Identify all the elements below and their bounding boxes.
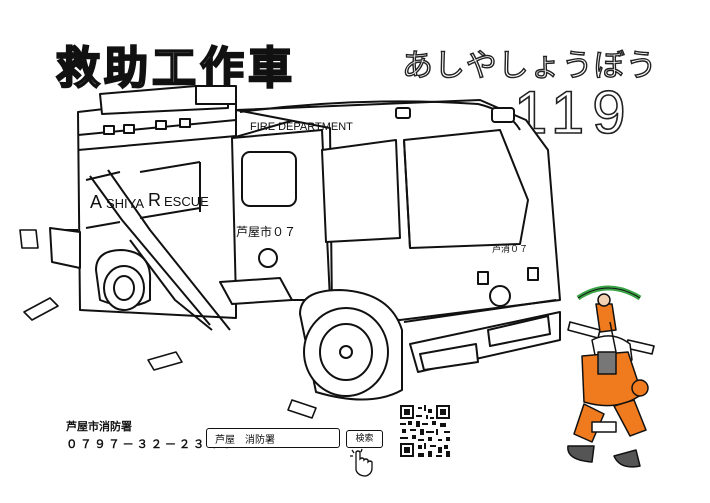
search-input[interactable]: 芦屋 消防署 bbox=[206, 428, 340, 448]
station-name: 芦屋市消防署 bbox=[66, 420, 132, 433]
search-button[interactable]: 検索 bbox=[346, 430, 383, 448]
logo-letter-a: A bbox=[90, 192, 102, 212]
side-label: 芦屋市０７ bbox=[236, 224, 296, 239]
truck-mid-body bbox=[231, 111, 331, 301]
qr-code bbox=[400, 405, 450, 457]
logo-word-escue: ESCUE bbox=[164, 194, 209, 209]
rear-wheel bbox=[95, 249, 152, 311]
firefighter-illustration bbox=[567, 285, 649, 468]
truck-cab bbox=[235, 99, 561, 373]
page-title: 救助工作車 bbox=[55, 42, 296, 95]
station-phone: ０７９７－３２－２３４５ bbox=[66, 437, 236, 451]
logo-letter-r: R bbox=[148, 190, 161, 210]
roof-text: FIRE DEPARTMENT bbox=[250, 121, 353, 133]
pointing-hand-icon bbox=[350, 448, 373, 477]
front-wheel bbox=[299, 289, 403, 401]
cab-label: 芦消０７ bbox=[492, 243, 528, 255]
road-dashes bbox=[19, 229, 655, 419]
page-subtitle: あしやしょうぼう bbox=[401, 47, 658, 84]
logo-word-shiya: SHIYA bbox=[106, 196, 144, 211]
truck-step bbox=[219, 277, 293, 305]
